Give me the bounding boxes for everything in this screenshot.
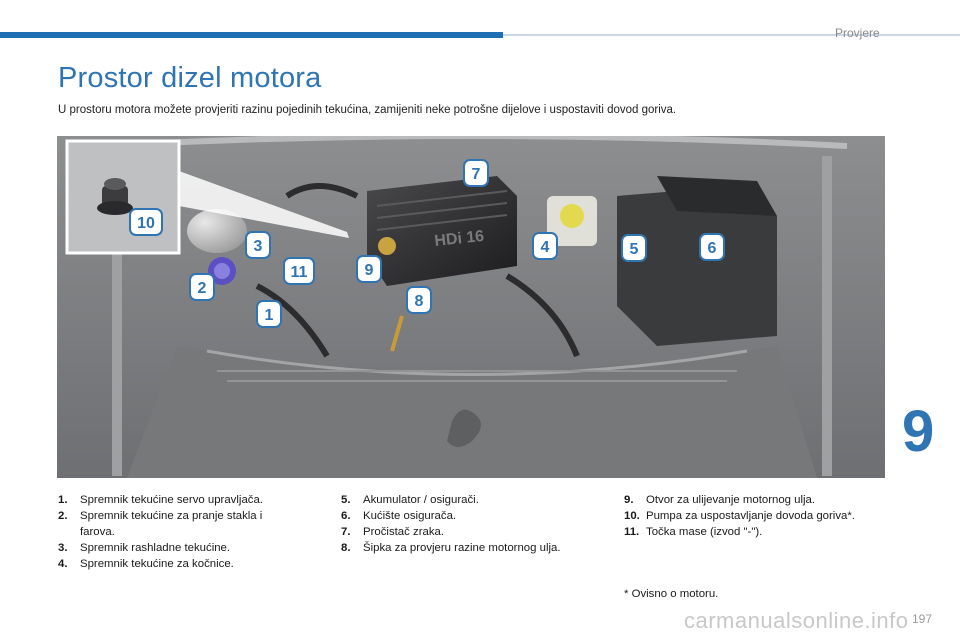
callout-group: 1 2 3 4 5 6 7	[129, 159, 725, 328]
engine-cover-text: HDi 16	[434, 228, 485, 250]
legend-item: 8. Šipka za provjeru razine motornog ulja…	[341, 540, 601, 556]
legend-text: Točka mase (izvod "-").	[646, 526, 763, 538]
legend-number: 8.	[341, 542, 351, 554]
legend-item: 3. Spremnik rashladne tekućine.	[58, 540, 298, 556]
legend-text: Akumulator / osigurači.	[363, 494, 479, 506]
legend-item: 10. Pumpa za uspostavljanje dovoda goriva…	[624, 508, 884, 524]
callout-3-label: 3	[254, 238, 263, 255]
legend-item: 5. Akumulator / osigurači.	[341, 492, 601, 508]
legend-text: Kućište osigurača.	[363, 510, 457, 522]
legend-item: 1. Spremnik tekućine servo upravljača.	[58, 492, 298, 508]
callout-6-label: 6	[708, 240, 717, 257]
callout-4-label: 4	[541, 239, 550, 256]
legend-text: Spremnik rashladne tekućine.	[80, 542, 231, 554]
legend-text: Otvor za ulijevanje motornog ulja.	[646, 494, 816, 506]
legend-text: Spremnik tekućine za pranje stakla i far…	[80, 510, 263, 538]
callout-8-label: 8	[415, 293, 424, 310]
legend-number: 6.	[341, 510, 351, 522]
callout-11-label: 11	[291, 264, 308, 281]
legend-number: 4.	[58, 558, 68, 570]
legend-number: 7.	[341, 526, 351, 538]
legend-number: 9.	[624, 494, 634, 506]
callout-4: 4	[532, 232, 558, 260]
footnote: * Ovisno o motoru.	[624, 588, 719, 600]
engine-bay-illustration: HDi 16 1	[57, 136, 885, 478]
callout-11: 11	[283, 257, 315, 285]
section-title: Provjere	[835, 26, 880, 40]
page-title: Prostor dizel motora	[58, 62, 322, 94]
callout-10-label: 10	[137, 215, 155, 232]
callout-3: 3	[245, 231, 271, 259]
legend-number: 10.	[624, 510, 640, 522]
page-number: 197	[912, 612, 933, 626]
callout-2: 2	[189, 273, 215, 301]
legend-item: 2. Spremnik tekućine za pranje stakla i f…	[58, 508, 298, 540]
callout-1-label: 1	[265, 307, 274, 324]
header-accent-bar	[0, 32, 503, 38]
legend-item: 6. Kućište osigurača.	[341, 508, 601, 524]
intro-text: U prostoru motora možete provjeriti razi…	[58, 104, 677, 116]
chapter-number: 9	[902, 399, 935, 464]
watermark: carmanualsonline.info	[684, 608, 909, 633]
legend-column-2: 5. Akumulator / osigurači. 6. Kućište osig…	[341, 492, 601, 556]
legend-number: 2.	[58, 510, 68, 522]
legend-column-3: 9. Otvor za ulijevanje motornog ulja. 10.…	[624, 492, 884, 540]
callout-9-label: 9	[365, 262, 374, 279]
legend-item: 9. Otvor za ulijevanje motornog ulja.	[624, 492, 884, 508]
callout-7: 7	[463, 159, 489, 187]
legend-number: 5.	[341, 494, 351, 506]
legend-text: Spremnik tekućine servo upravljača.	[80, 494, 263, 506]
legend-text: Spremnik tekućine za kočnice.	[80, 558, 234, 570]
legend-text: Pročistač zraka.	[363, 526, 445, 538]
legend-number: 1.	[58, 494, 68, 506]
legend-item: 7. Pročistač zraka.	[341, 524, 601, 540]
legend-item: 4. Spremnik tekućine za kočnice.	[58, 556, 298, 572]
legend-text: Pumpa za uspostavljanje dovoda goriva*.	[646, 510, 855, 522]
callout-9: 9	[356, 255, 382, 283]
legend-item: 11. Točka mase (izvod "-").	[624, 524, 884, 540]
callout-6: 6	[699, 233, 725, 261]
callout-8: 8	[406, 286, 432, 314]
header-rule	[503, 34, 960, 36]
legend-number: 11.	[624, 526, 640, 538]
legend-number: 3.	[58, 542, 68, 554]
callout-2-label: 2	[198, 280, 207, 297]
callout-10: 10	[129, 208, 163, 236]
callout-7-label: 7	[472, 166, 481, 183]
callout-5: 5	[621, 234, 647, 262]
callout-1: 1	[256, 300, 282, 328]
legend-column-1: 1. Spremnik tekućine servo upravljača. 2.…	[58, 492, 298, 572]
legend-text: Šipka za provjeru razine motornog ulja.	[363, 542, 561, 554]
callout-5-label: 5	[630, 241, 639, 258]
